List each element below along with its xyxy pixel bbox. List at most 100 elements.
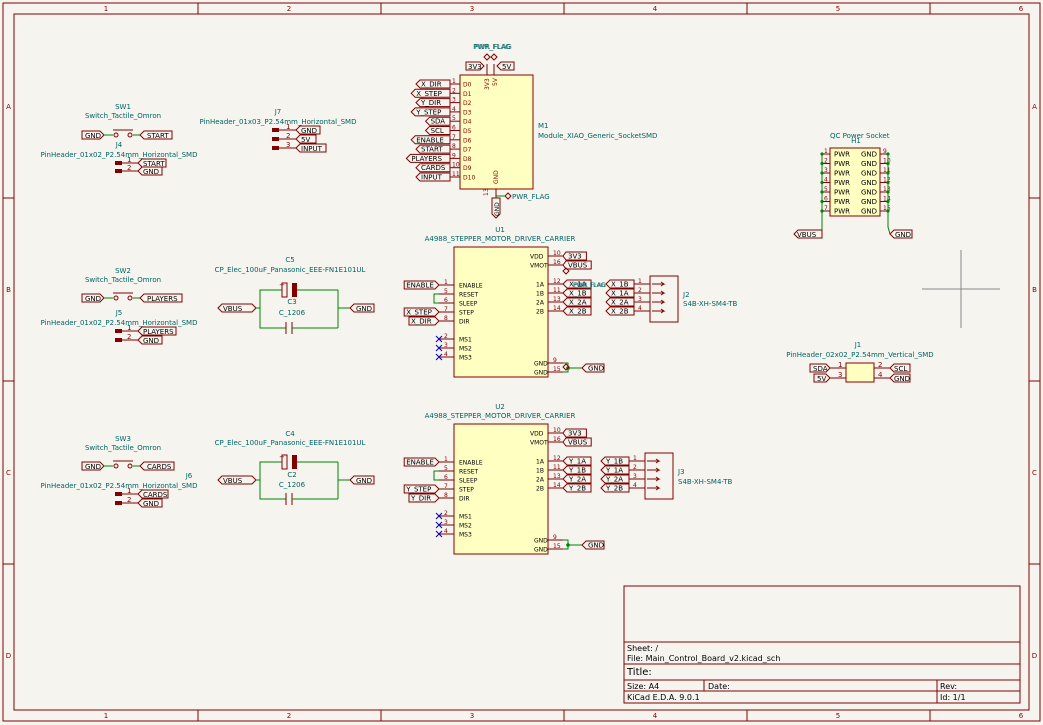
m1-net-label-shape (424, 126, 451, 135)
u1-value: A4988_STEPPER_MOTOR_DRIVER_CARRIER (425, 235, 576, 243)
m1-net-label: Y_STEP (415, 108, 441, 116)
h1-gnd-pin-name: GND (861, 170, 877, 178)
u2-net-label: ENABLE (406, 459, 434, 467)
m1-net-label-shape (424, 116, 451, 126)
u2-left-pin-num: 1 (444, 456, 448, 463)
j7-header[interactable]: J7 PinHeader_01x03_P2.54mm_Horizontal_SM… (200, 108, 357, 153)
u1-ms-pin-name: MS1 (459, 337, 472, 344)
u1-power-label-shape (562, 251, 587, 261)
j6-pin1: 1 (127, 487, 131, 495)
j1-label-gnd: GND (894, 375, 910, 383)
c4-vbus-label: VBUS (223, 477, 243, 485)
u2-out-pin-name: 1A (536, 459, 545, 466)
m1-net-label: SCL (431, 127, 444, 135)
h1-left-pin-num: 3 (824, 167, 828, 174)
u2-out-label: Y_2A (568, 476, 586, 484)
col-marker-bottom: 4 (653, 712, 658, 720)
j1-value: PinHeader_02x02_P2.54mm_Vertical_SMD (786, 351, 933, 359)
j2-net-label: X_1B (611, 281, 629, 289)
j3-net-label: Y_1B (605, 458, 623, 466)
u1-net-label-shape (403, 280, 440, 290)
h1-right-pin-num: 9 (883, 148, 887, 155)
j6-header[interactable]: J6 PinHeader_01x02_P2.54mm_Horizontal_SM… (41, 472, 198, 508)
u1-out-label: X_1B (569, 290, 587, 298)
u1-left-pin-num: 7 (444, 306, 448, 313)
u1-net-label-shape (408, 316, 440, 326)
u2-gnd-label-shape (581, 540, 605, 550)
u2-out-label: Y_1B (568, 467, 586, 475)
u2-right-pin-num: 10 (553, 427, 561, 434)
j2-arrow (652, 299, 666, 305)
m1-pin-number: 3 (452, 97, 456, 104)
h1-right-pin-num: 11 (883, 167, 891, 174)
j5-header[interactable]: J5 PinHeader_01x02_P2.54mm_Horizontal_SM… (41, 309, 198, 345)
tb-id: Id: 1/1 (940, 693, 966, 702)
u2-out-pin-name: 2B (536, 486, 544, 493)
u1-net-label: X_DIR (411, 318, 432, 326)
j2-net-label: X_2A (611, 299, 629, 307)
j6-ref: J6 (185, 472, 193, 480)
svg-text:+: + (279, 453, 285, 461)
col-marker-top: 1 (104, 5, 108, 13)
title-block: Sheet: / File: Main_Control_Board_v2.kic… (623, 585, 1021, 704)
h1-gnd-pin-name: GND (861, 208, 877, 216)
h1-right-pin-num: 13 (883, 186, 891, 193)
col-marker-bottom: 2 (287, 712, 291, 720)
h1-gnd-pin-name: GND (861, 160, 877, 168)
h1-right-pin-num: 10 (883, 158, 891, 165)
h1-ref: H1 (851, 137, 861, 145)
c2-value: C_1206 (279, 481, 306, 489)
m1-net-label: X_STEP (416, 90, 442, 98)
c5-vbus-label: VBUS (223, 305, 243, 313)
j1-header[interactable]: J1 PinHeader_02x02_P2.54mm_Vertical_SMD … (786, 341, 933, 383)
j6-pin2: 2 (127, 496, 131, 504)
u2-out-label-shape (562, 465, 592, 475)
tb-tool: KiCad E.D.A. 9.0.1 (627, 693, 700, 702)
u2-out-label: Y_1A (568, 458, 586, 466)
m1-net-label: X_DIR (421, 81, 442, 89)
j1-label-5v: 5V (817, 375, 826, 383)
col-marker-top: 5 (836, 5, 840, 13)
u2-left-pin-name: STEP (459, 487, 474, 494)
sw1-switch[interactable]: SW1 Switch_Tactile_Omron GND START (81, 103, 173, 140)
m1-pin-name: D1 (463, 91, 472, 98)
j1-pin3: 3 (838, 371, 842, 379)
u2-left-pin-name: ENABLE (459, 460, 483, 467)
j3-net-label: Y_2A (605, 476, 623, 484)
u2-noconnect-icon (435, 521, 443, 529)
col-marker-top: 4 (653, 5, 658, 13)
sw3-value: Switch_Tactile_Omron (85, 444, 161, 452)
sw2-value: Switch_Tactile_Omron (85, 276, 161, 284)
c2-ref: C2 (287, 471, 296, 479)
m1-pin-name: D10 (463, 175, 475, 182)
m1-ref: M1 (538, 122, 549, 130)
u1-gnd-pin-name: GND (534, 361, 548, 368)
h1-left-pin-num: 7 (824, 205, 828, 212)
c3-ref: C3 (287, 298, 296, 306)
c4-c2-capacitors[interactable]: C4 CP_Elec_100uF_Panasonic_EEE-FN1E101UL… (215, 430, 375, 505)
j4-header[interactable]: J4 PinHeader_01x02_P2.54mm_Horizontal_SM… (41, 141, 198, 176)
m1-pin-number: 6 (452, 125, 456, 132)
sw2-switch[interactable]: SW2 Switch_Tactile_Omron GND PLAYERS (81, 267, 183, 303)
u1-left-pin-num: 8 (444, 315, 448, 322)
j2-net-label: X_2B (611, 308, 629, 316)
row-marker-right: A (1032, 103, 1037, 111)
m1-net-label: PLAYERS (411, 155, 442, 163)
sw3-switch[interactable]: SW3 Switch_Tactile_Omron GND CARDS (81, 435, 175, 471)
u1-pwrflag-text-2: PWR_FLAG (574, 282, 607, 289)
u1-noconnect-icon (435, 344, 443, 352)
u1-pwrflag-icon (562, 267, 570, 275)
m1-pin-name: D2 (463, 100, 472, 107)
h1-right-pin-num: 12 (883, 177, 891, 184)
j1-pin1: 1 (838, 361, 842, 369)
h1-pwr-pin-name: PWR (834, 170, 850, 178)
c5-c3-capacitors[interactable]: C5 CP_Elec_100uF_Panasonic_EEE-FN1E101UL… (215, 256, 375, 334)
